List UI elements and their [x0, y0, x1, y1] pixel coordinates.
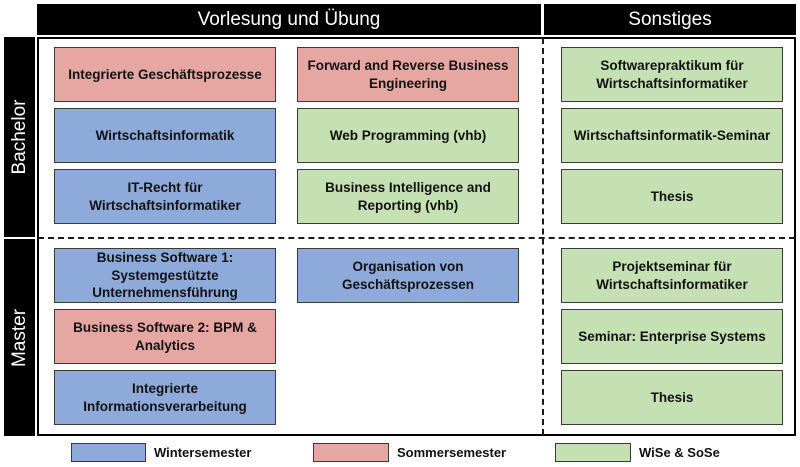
course-label: Softwarepraktikum für Wirtschaftsinforma…: [596, 57, 748, 91]
course-box: Integrierte Informationsverarbeitung: [54, 370, 276, 425]
course-label: Thesis: [650, 389, 694, 405]
legend-swatch: [71, 443, 146, 462]
course-box: Business Software 2: BPM & Analytics: [54, 309, 276, 364]
course-label: Business Software 1: Systemgestützte Unt…: [92, 249, 238, 301]
course-box: Web Programming (vhb): [297, 108, 519, 163]
header-vorlesung-label: Vorlesung und Übung: [197, 8, 381, 30]
legend-label-sommer: Sommersemester: [397, 445, 507, 460]
row-label-bachelor-text: Bachelor: [8, 99, 30, 175]
row-label-master: Master: [4, 239, 35, 436]
course-label: Business Software 2: BPM & Analytics: [73, 319, 257, 353]
course-box: Business Intelligence and Reporting (vhb…: [297, 169, 519, 224]
course-box: Projektseminar für Wirtschaftsinformatik…: [561, 248, 783, 303]
course-box: Thesis: [561, 370, 783, 425]
row-divider: [38, 237, 795, 239]
header-sonstiges-label: Sonstiges: [628, 8, 712, 30]
course-label: Integrierte Geschäftsprozesse: [68, 66, 262, 82]
course-label: Business Intelligence and Reporting (vhb…: [325, 179, 491, 213]
course-label: Integrierte Informationsverarbeitung: [83, 380, 247, 414]
diagram-frame: [37, 37, 796, 436]
legend-label-winter: Wintersemester: [154, 445, 252, 460]
course-label: Web Programming (vhb): [329, 127, 487, 143]
course-box: Integrierte Geschäftsprozesse: [54, 47, 276, 102]
course-label: Projektseminar für Wirtschaftsinformatik…: [596, 258, 748, 292]
course-box: IT-Recht für Wirtschaftsinformatiker: [54, 169, 276, 224]
course-box: Forward and Reverse Business Engineering: [297, 47, 519, 102]
course-label: Organisation von Geschäftsprozessen: [341, 258, 475, 292]
course-label: Seminar: Enterprise Systems: [578, 328, 766, 344]
legend-label-beide: WiSe & SoSe: [639, 445, 720, 460]
course-label: Thesis: [650, 188, 694, 204]
course-box: Wirtschaftsinformatik-Seminar: [561, 108, 783, 163]
course-label: IT-Recht für Wirtschaftsinformatiker: [89, 179, 241, 213]
course-box: Wirtschaftsinformatik: [54, 108, 276, 163]
course-label: Forward and Reverse Business Engineering: [307, 57, 509, 91]
course-box: Thesis: [561, 169, 783, 224]
course-box: Seminar: Enterprise Systems: [561, 309, 783, 364]
column-divider: [542, 38, 544, 435]
course-label: Wirtschaftsinformatik-Seminar: [573, 127, 771, 143]
row-label-bachelor: Bachelor: [4, 37, 35, 237]
course-box: Organisation von Geschäftsprozessen: [297, 248, 519, 303]
legend-swatch: [555, 443, 631, 462]
header-vorlesung: Vorlesung und Übung: [37, 4, 541, 35]
header-sonstiges: Sonstiges: [544, 4, 796, 35]
course-box: Softwarepraktikum für Wirtschaftsinforma…: [561, 47, 783, 102]
course-label: Wirtschaftsinformatik: [95, 127, 235, 143]
course-box: Business Software 1: Systemgestützte Unt…: [54, 248, 276, 303]
row-label-master-text: Master: [8, 308, 30, 367]
legend-swatch: [313, 443, 389, 462]
